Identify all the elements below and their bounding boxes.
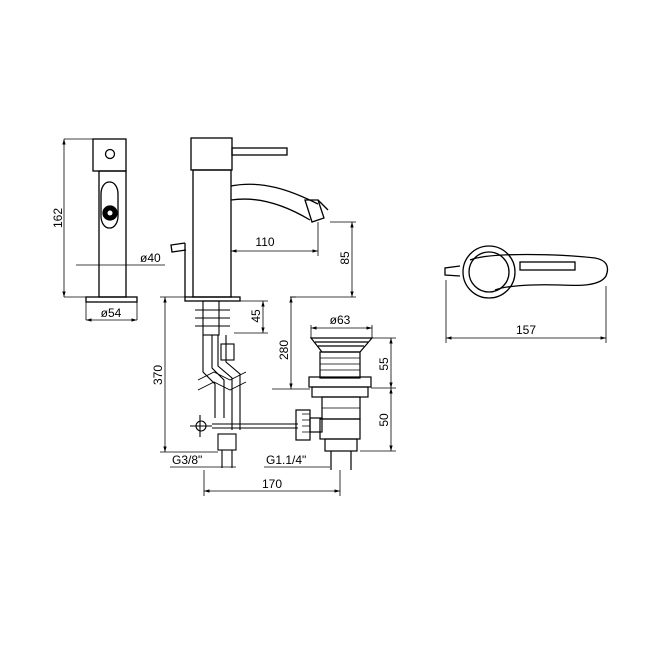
- dimension-lines: [160, 296, 396, 496]
- dim-spout-110: 110: [255, 235, 274, 249]
- supply-pipes: [190, 300, 298, 468]
- dim-waste-50: 50: [377, 413, 391, 427]
- side-view: [62, 138, 165, 322]
- dim-depth-45: 45: [249, 309, 263, 323]
- dim-handle-157: 157: [516, 323, 536, 337]
- dim-dia-63: ø63: [330, 313, 351, 327]
- dim-dia-54: ø54: [101, 306, 122, 320]
- dim-spout-height-85: 85: [338, 251, 352, 265]
- waste-assembly: [295, 337, 374, 470]
- front-view: [170, 137, 356, 302]
- top-view: [444, 245, 609, 343]
- dim-waste-55: 55: [377, 357, 391, 371]
- dim-thread-g38: G3/8": [172, 453, 202, 467]
- dim-width-170: 170: [262, 477, 282, 491]
- dim-dia-40: ø40: [140, 251, 161, 265]
- dim-height-162: 162: [51, 208, 65, 228]
- dim-depth-280: 280: [277, 340, 291, 360]
- dim-depth-370: 370: [151, 365, 165, 385]
- dim-thread-g114: G1.1/4": [266, 453, 306, 467]
